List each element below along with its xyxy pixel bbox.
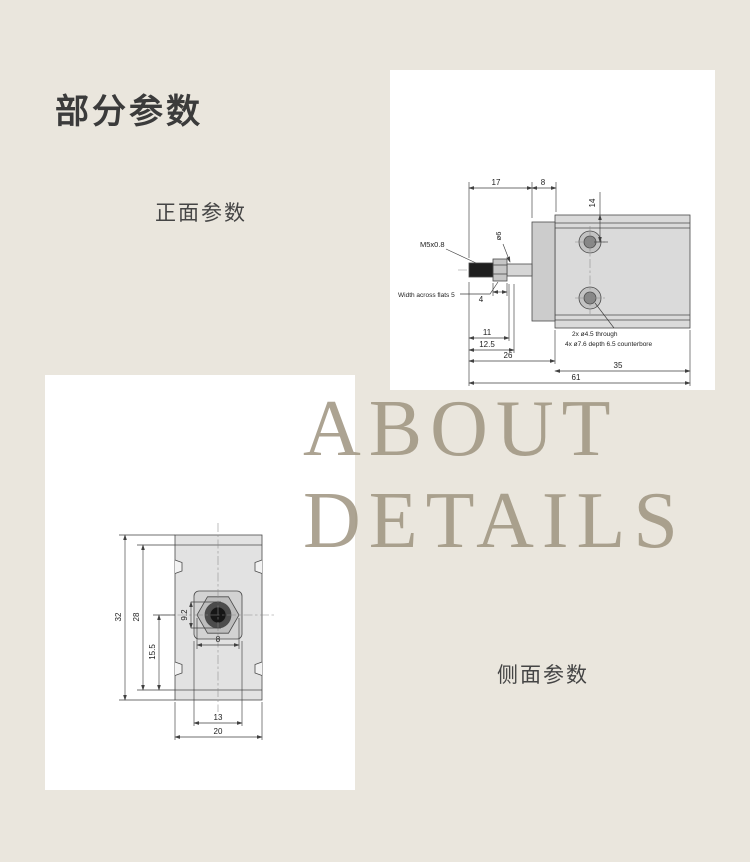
dim-15-5: 15.5 <box>148 644 157 660</box>
dim-14: 14 <box>588 198 597 207</box>
hole-note-line1: 2x ø4.5 through <box>572 331 618 338</box>
dim-12-5: 12.5 <box>479 340 495 349</box>
front-drawing-panel: 17 8 14 M5x0.8 ø6 Width across flats 5 4… <box>390 70 715 390</box>
dim-20: 20 <box>214 727 223 736</box>
flats-label: Width across flats 5 <box>398 292 455 299</box>
dimension-labels: 32 28 15.5 9.2 8 13 20 <box>114 609 223 736</box>
front-params-label: 正面参数 <box>155 202 247 225</box>
dim-4: 4 <box>479 295 484 304</box>
dim-61: 61 <box>572 373 581 382</box>
dimension-lines <box>445 182 690 386</box>
watermark-line1: ABOUT <box>303 385 619 473</box>
dim-26: 26 <box>504 351 513 360</box>
watermark-line2: DETAILS <box>303 477 686 565</box>
rod-diameter-label: ø6 <box>494 232 503 241</box>
dim-8: 8 <box>541 178 546 187</box>
side-drawing-panel: 32 28 15.5 9.2 8 13 20 <box>45 375 355 790</box>
page-title: 部分参数 <box>55 93 203 131</box>
cylinder-body-shape <box>468 214 691 329</box>
dim-9-2: 9.2 <box>180 609 189 621</box>
front-technical-drawing: 17 8 14 M5x0.8 ø6 Width across flats 5 4… <box>398 178 715 386</box>
dim-8-flats: 8 <box>216 635 221 644</box>
dim-28: 28 <box>132 612 141 621</box>
dim-35: 35 <box>614 361 623 370</box>
dimension-labels: 17 8 14 M5x0.8 ø6 Width across flats 5 4… <box>398 178 652 382</box>
side-params-label: 侧面参数 <box>497 664 589 687</box>
dim-17: 17 <box>492 178 501 187</box>
dim-32: 32 <box>114 612 123 621</box>
thread-label: M5x0.8 <box>420 240 445 249</box>
hole-note-line2: 4x ø7.6 depth 6.5 counterbore <box>565 341 652 348</box>
side-technical-drawing: 32 28 15.5 9.2 8 13 20 <box>114 523 275 740</box>
dim-11: 11 <box>483 328 492 337</box>
dimension-lines <box>119 535 262 740</box>
dim-13: 13 <box>214 713 223 722</box>
watermark: ABOUT DETAILS <box>303 383 686 567</box>
